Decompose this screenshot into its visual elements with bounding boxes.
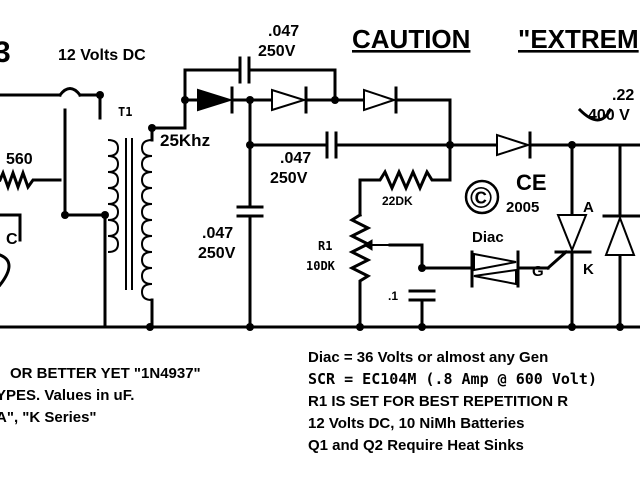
scr-cathode-label: K — [583, 261, 594, 278]
cap-right-voltage: 400 V — [588, 107, 630, 124]
cap-left-value: .047 — [202, 225, 233, 242]
pot-name: R1 — [318, 239, 332, 253]
diac — [420, 250, 550, 288]
capacitor-small — [408, 289, 436, 329]
diode-2 — [271, 86, 308, 114]
cap-mid-voltage: 250V — [270, 170, 308, 187]
notes-left: OR BETTER YET "1N4937" YPES. Values in u… — [0, 365, 201, 426]
left-wiring — [0, 87, 640, 329]
figure-number: 3 — [0, 36, 11, 69]
resistor-22k-label: 22DK — [382, 194, 413, 208]
resistor-22k — [358, 163, 452, 217]
caution-label: CAUTION — [352, 24, 470, 54]
note-line: SCR = EC104M (.8 Amp @ 600 Volt) — [308, 370, 597, 388]
note-line: 12 Volts DC, 10 NiMh Batteries — [308, 415, 524, 432]
cap-mid-value: .047 — [280, 150, 311, 167]
scr-gate-label: G — [532, 263, 544, 280]
scr — [545, 214, 640, 271]
resistor-left-label: 560 — [6, 151, 33, 168]
note-line: R1 IS SET FOR BEST REPETITION R — [308, 393, 568, 410]
note-line: Q1 and Q2 Require Heat Sinks — [308, 437, 524, 454]
year-label: 2005 — [506, 199, 539, 216]
capacitor-mid — [325, 131, 338, 159]
note-line: A", "K Series" — [0, 409, 97, 426]
note-line: YPES. Values in uF. — [0, 387, 134, 404]
potentiometer-r1 — [348, 212, 424, 329]
cap-right-value: .22 — [612, 87, 634, 104]
supply-label: 12 Volts DC — [58, 47, 146, 64]
cap-left-voltage: 250V — [198, 245, 236, 262]
copyright-mark — [464, 179, 500, 215]
cap-top-voltage: 250V — [258, 43, 296, 60]
cap-small-label: .1 — [388, 289, 398, 303]
cap-top-value: .047 — [268, 23, 299, 40]
ce-mark: CE — [516, 170, 547, 195]
diode-1 — [197, 86, 234, 114]
capacitor-top — [238, 56, 251, 84]
note-line: OR BETTER YET "1N4937" — [10, 365, 201, 382]
diode-4 — [496, 131, 532, 159]
label-c: C — [6, 231, 18, 248]
transformer-label: T1 — [118, 105, 132, 119]
diac-label: Diac — [472, 229, 504, 246]
junction-dots — [61, 91, 624, 331]
frequency-label: 25Khz — [160, 131, 210, 150]
note-line: Diac = 36 Volts or almost any Gen — [308, 349, 548, 366]
diode-3 — [363, 86, 398, 114]
pot-value: 10DK — [306, 259, 336, 273]
notes-right: Diac = 36 Volts or almost any Gen SCR = … — [308, 349, 597, 454]
scr-anode-label: A — [583, 199, 594, 216]
copyright-symbol: © — [470, 182, 492, 215]
capacitor-left — [236, 205, 264, 218]
caution-quote-label: "EXTREM — [518, 24, 639, 54]
